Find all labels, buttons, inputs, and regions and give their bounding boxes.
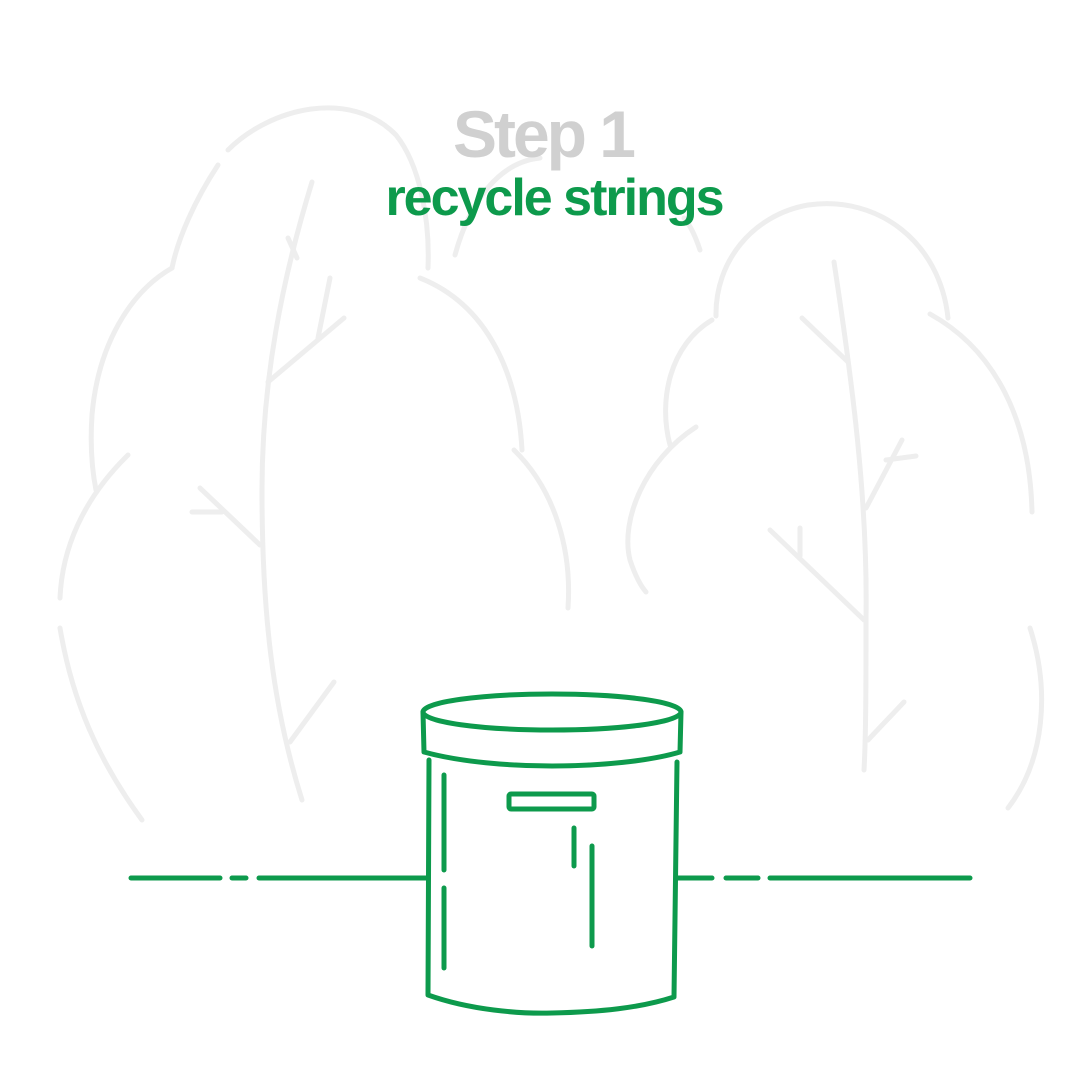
- step-subtitle: recycle strings: [385, 169, 724, 227]
- title-block: Step 1 recycle strings: [0, 98, 1080, 228]
- tree-right-icon: [625, 201, 1045, 811]
- tree-left-icon: [57, 105, 572, 823]
- bin-body: [425, 757, 680, 1016]
- step-heading: Step 1: [452, 97, 636, 171]
- bin-lid: [420, 691, 684, 769]
